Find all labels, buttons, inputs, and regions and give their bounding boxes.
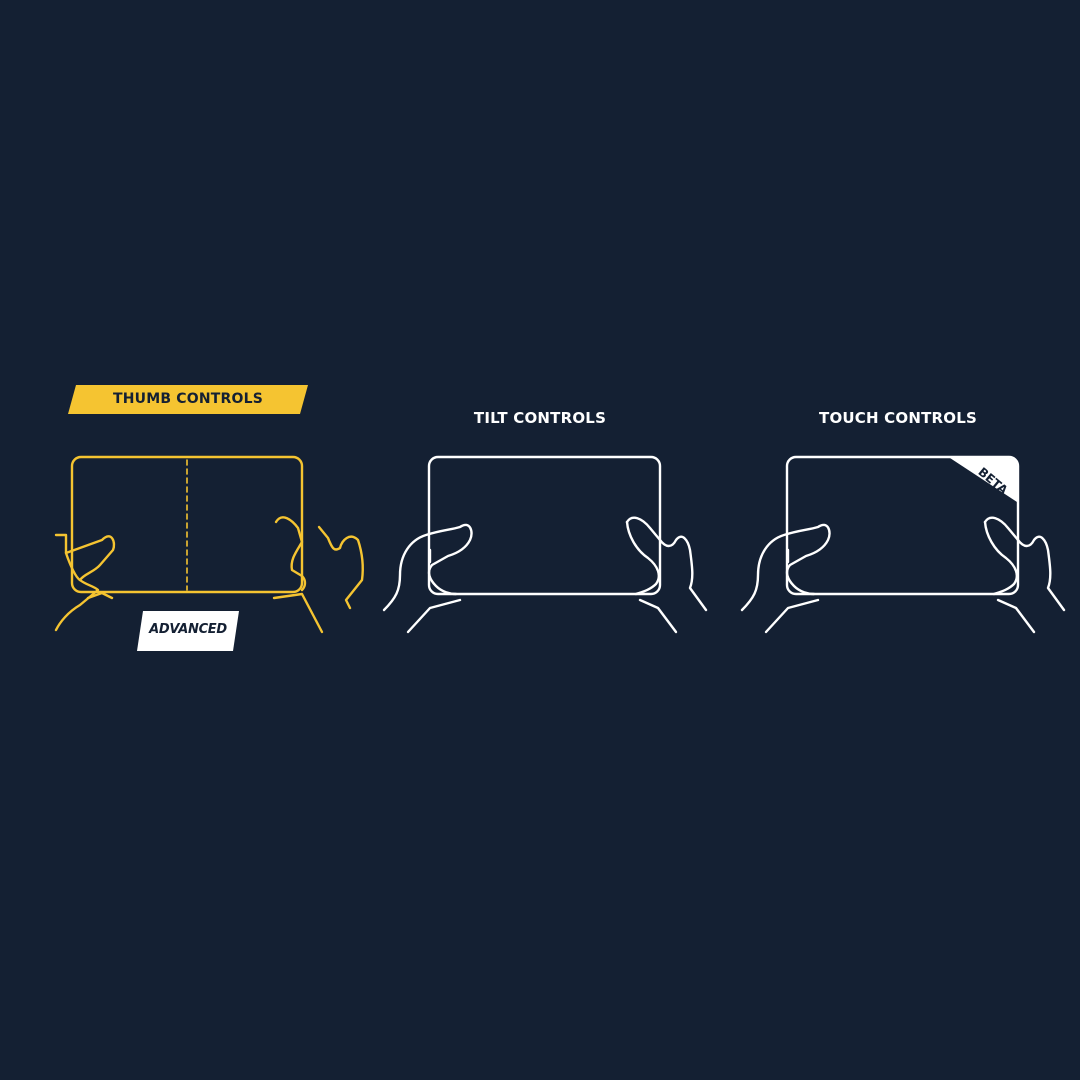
tablet-two-hands-icon <box>740 455 1066 634</box>
advanced-badge: ADVANCED <box>137 611 239 651</box>
advanced-badge-shape <box>137 611 239 651</box>
option-touch-controls[interactable]: TOUCH CONTROLS BETA <box>728 380 1068 650</box>
option-label: THUMB CONTROLS <box>112 391 264 407</box>
tablet-two-hands-icon <box>382 455 708 634</box>
option-tilt-controls[interactable]: TILT CONTROLS <box>370 380 710 650</box>
selected-label-banner: THUMB CONTROLS <box>68 385 308 414</box>
label-banner-shape <box>68 385 308 414</box>
tablet-two-hands-split-icon <box>54 455 364 634</box>
option-label: TILT CONTROLS <box>473 409 607 427</box>
option-thumb-controls[interactable]: THUMB CONTROLS ADVANCED <box>40 380 380 651</box>
advanced-badge-label: ADVANCED <box>149 622 227 637</box>
option-label: TOUCH CONTROLS <box>819 409 977 427</box>
